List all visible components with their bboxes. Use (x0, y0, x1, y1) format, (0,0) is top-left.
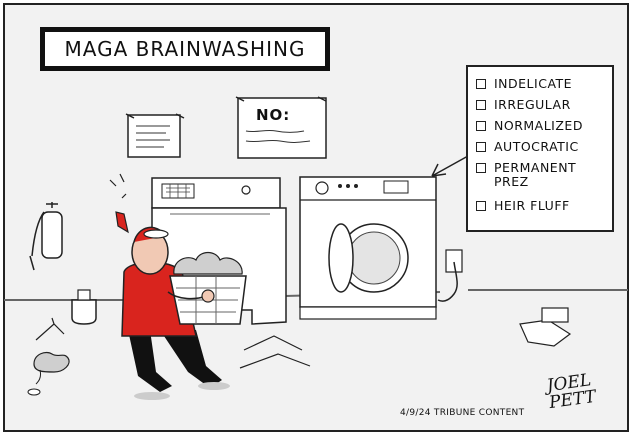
wall-outlet (437, 249, 463, 302)
title-banner: MAGA BRAINWASHING (40, 27, 330, 71)
torn-paper (519, 307, 572, 347)
checklist-item: NORMALIZED (476, 119, 583, 133)
checklist-item: HEIR FLUFF (476, 199, 570, 213)
checkbox-icon (476, 121, 486, 131)
checklist-item: INDELICATE (476, 77, 572, 91)
credit-line: 4/9/24 TRIBUNE CONTENT (400, 408, 525, 418)
checkbox-icon (476, 79, 486, 89)
checklist-card: INDELICATE IRREGULAR NORMALIZED AUTOCRAT… (466, 65, 614, 232)
pill (27, 388, 41, 396)
wall-note-left (125, 113, 185, 158)
checklist-item: AUTOCRATIC (476, 140, 579, 154)
checklist-item: PERMANENT PREZ (476, 161, 576, 189)
hanger-floor (239, 335, 311, 369)
artist-signature: JOEL PETT (545, 370, 598, 414)
title-text: MAGA BRAINWASHING (64, 37, 306, 61)
checkbox-icon (476, 100, 486, 110)
checklist-item: IRREGULAR (476, 98, 571, 112)
checkbox-icon (476, 142, 486, 152)
checkbox-icon (476, 201, 486, 211)
washing-machine (299, 176, 437, 320)
checkbox-icon (476, 163, 486, 173)
brain-on-floor (33, 351, 70, 385)
no-sign-text: NO: (256, 106, 291, 124)
wall-note-no-sign (235, 96, 327, 159)
maga-man (109, 173, 247, 400)
pointer-arrow (431, 155, 469, 177)
fire-extinguisher (29, 202, 63, 271)
bottle (71, 289, 97, 325)
hanger-left (35, 317, 65, 341)
